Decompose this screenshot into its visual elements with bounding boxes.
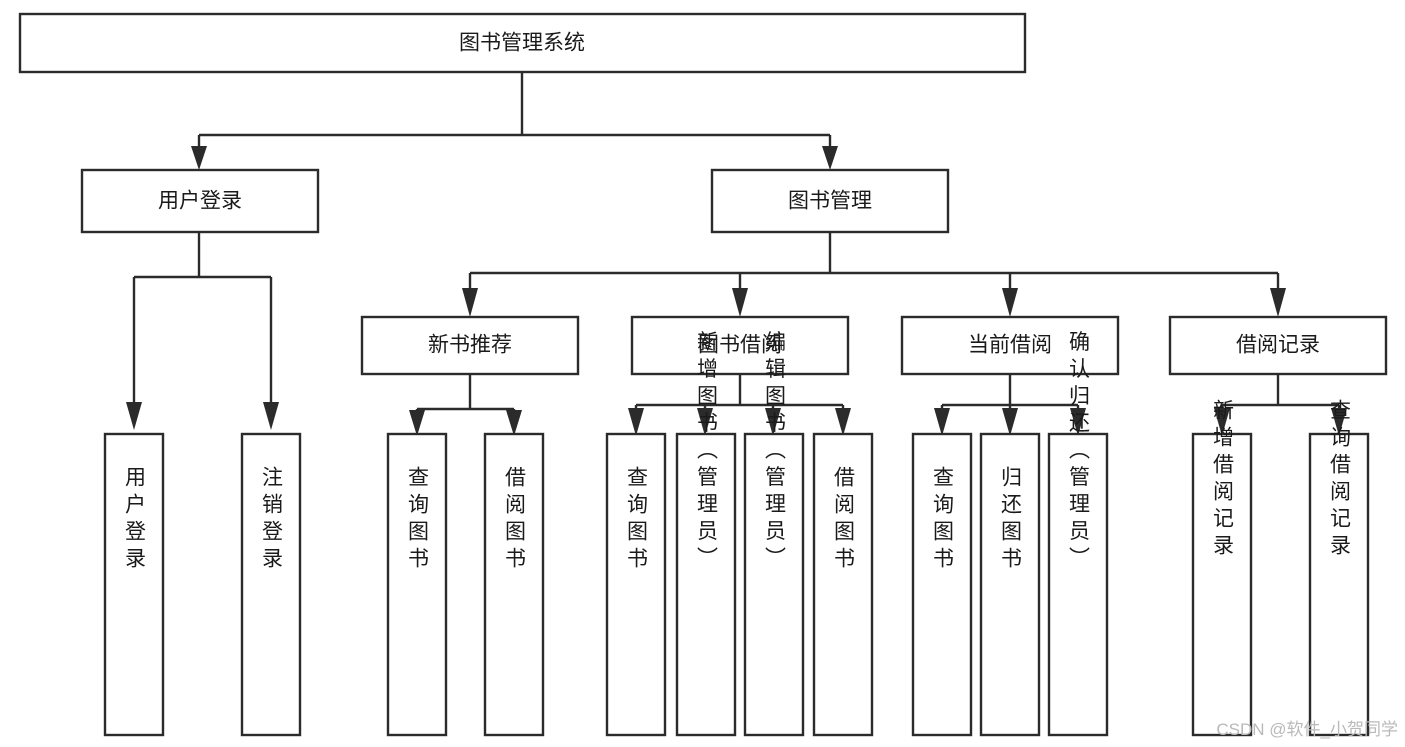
node-current-borrow[interactable]: 当前借阅 [900,315,1120,376]
arrowhead-user-login [191,146,207,170]
leaf-node-bb-query-book[interactable]: 查询图书 [605,432,667,737]
arrowhead-leaf-bb-3 [765,408,781,436]
arrowhead-leaf-bb-1 [628,408,644,436]
arrowhead-leaf-cb-2 [1002,408,1018,436]
arrowhead-leaf-nb-1 [409,410,425,436]
leaf-node-user-login[interactable]: 用户登录 [103,432,165,737]
node-root-system-label: 图书管理系统 [459,32,585,55]
arrowhead-leaf-bb-2 [697,408,713,436]
arrowhead-leaf-cb-3 [1070,408,1086,436]
leaf-node-br-add-record-label: 新增借阅记录 [1211,399,1235,561]
node-book-borrow-label: 图书借阅 [698,334,782,357]
arrowhead-book-mgmt [822,146,838,170]
leaf-node-user-login-label: 用户登录 [123,466,147,574]
leaf-node-nb-borrow-book-label: 借阅图书 [503,466,527,574]
node-current-borrow-label: 当前借阅 [968,334,1052,357]
arrowhead-leaf-bb-4 [835,408,851,436]
arrowhead-book-borrow [732,288,748,317]
arrowhead-leaf-cb-1 [934,408,950,436]
leaf-node-bb-borrow-book[interactable]: 借阅图书 [812,432,874,737]
leaf-node-bb-borrow-book-label: 借阅图书 [832,466,856,574]
arrowhead-leaf-br-2 [1331,408,1347,436]
leaf-node-cb-return-book-label: 归还图书 [999,466,1023,574]
node-user-login[interactable]: 用户登录 [80,168,320,234]
leaf-node-bb-edit-book-label: 编辑图书（管理员） [763,331,787,574]
node-borrow-records-label: 借阅记录 [1236,334,1320,357]
arrowhead-current-borrow [1002,288,1018,317]
leaf-node-cb-return-book[interactable]: 归还图书 [979,432,1041,737]
leaf-node-cb-query-book-label: 查询图书 [931,466,955,574]
leaf-node-bb-add-book-label: 新增图书（管理员） [695,331,719,574]
leaf-node-nb-borrow-book[interactable]: 借阅图书 [483,432,545,737]
leaf-node-nb-query-book[interactable]: 查询图书 [386,432,448,737]
connector-layer [126,72,1347,436]
node-user-login-label: 用户登录 [158,190,242,213]
leaf-node-bb-edit-book[interactable]: 编辑图书（管理员） [743,331,805,737]
leaf-node-cb-query-book[interactable]: 查询图书 [911,432,973,737]
leaf-node-nb-query-book-label: 查询图书 [406,466,430,574]
arrowhead-leaf-logout [263,402,279,430]
node-book-borrow[interactable]: 图书借阅 [630,315,850,376]
node-book-management[interactable]: 图书管理 [710,168,950,234]
arrowhead-leaf-nb-2 [506,410,522,436]
leaf-node-bb-query-book-label: 查询图书 [625,466,649,574]
arrowhead-leaf-br-1 [1214,408,1230,436]
node-new-book-recommend-label: 新书推荐 [428,334,512,357]
leaf-node-bb-add-book[interactable]: 新增图书（管理员） [675,331,737,737]
node-book-management-label: 图书管理 [788,190,872,213]
leaf-node-br-query-record-label: 查询借阅记录 [1328,399,1352,561]
leaf-node-br-query-record[interactable]: 查询借阅记录 [1308,399,1370,737]
node-root-system[interactable]: 图书管理系统 [18,12,1027,74]
arrowhead-leaf-user-login [126,402,142,430]
arrowhead-new-book-recommend [462,288,478,317]
leaf-node-cb-confirm-return-label: 确认归还（管理员） [1067,331,1091,574]
leaf-node-logout-label: 注销登录 [260,466,284,574]
leaf-node-br-add-record[interactable]: 新增借阅记录 [1191,399,1253,737]
leaf-node-cb-confirm-return[interactable]: 确认归还（管理员） [1047,331,1109,737]
csdn-watermark: CSDN @软件_小贺同学 [1216,720,1398,739]
arrowhead-borrow-records [1270,288,1286,317]
leaf-node-logout[interactable]: 注销登录 [240,432,302,737]
node-new-book-recommend[interactable]: 新书推荐 [360,315,580,376]
node-borrow-records[interactable]: 借阅记录 [1168,315,1388,376]
